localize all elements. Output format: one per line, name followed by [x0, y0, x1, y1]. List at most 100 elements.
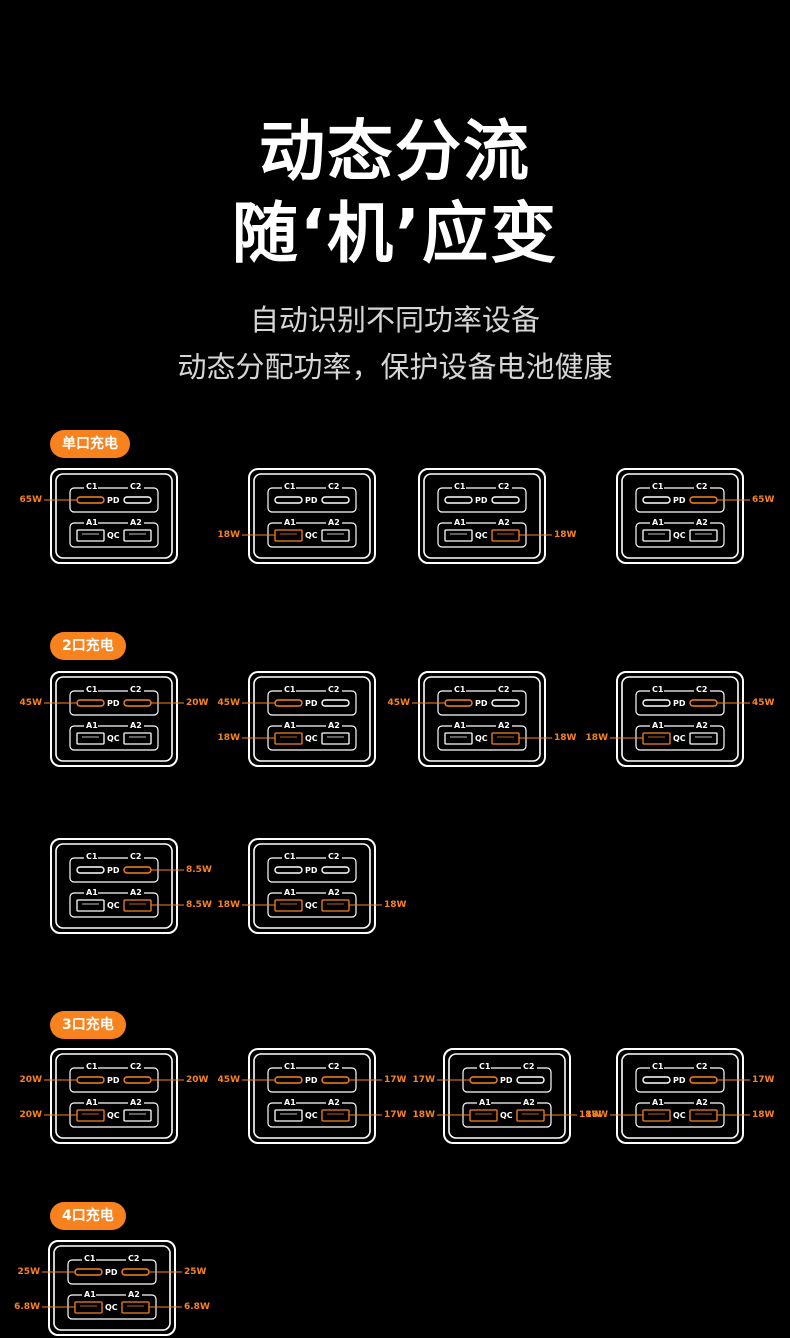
port-label-a1: A1 — [454, 518, 466, 527]
charger-outline — [418, 468, 552, 564]
port-a2-icon — [123, 732, 152, 745]
outer-frame — [248, 468, 376, 564]
port-label-a1: A1 — [86, 721, 98, 730]
port-label-c1: C1 — [284, 685, 296, 694]
port-label-c1: C1 — [284, 482, 296, 491]
port-label-qc: QC — [105, 1303, 118, 1312]
wattage-a1: 18W — [412, 1110, 435, 1120]
port-label-c2: C2 — [523, 1062, 535, 1071]
port-label-a2: A2 — [328, 721, 340, 730]
port-label-qc: QC — [107, 1111, 120, 1120]
port-label-pd: PD — [673, 496, 686, 505]
label-gap — [282, 889, 296, 897]
wattage-c1: 45W — [387, 698, 410, 708]
inner-frame — [53, 1245, 171, 1331]
wattage-a2: 18W — [579, 1110, 602, 1120]
port-label-a1: A1 — [652, 721, 664, 730]
port-a1-icon — [274, 899, 303, 912]
port-a1-icon — [642, 732, 671, 745]
outer-frame — [248, 1048, 376, 1144]
port-c2-icon — [689, 1076, 718, 1084]
port-a2-icon — [689, 1109, 718, 1122]
port-c1-icon — [444, 699, 473, 707]
port-c1-icon — [444, 496, 473, 504]
label-gap — [326, 889, 342, 897]
label-gap — [84, 889, 98, 897]
label-gap — [694, 519, 710, 527]
section-badge-three: 3口充电 — [50, 1011, 126, 1039]
wattage-a2: 6.8W — [184, 1302, 210, 1312]
label-gap — [82, 1291, 96, 1299]
port-label-c2: C2 — [328, 1062, 340, 1071]
port-label-a2: A2 — [130, 1098, 142, 1107]
port-label-c2: C2 — [328, 852, 340, 861]
port-c1-icon — [274, 1076, 303, 1084]
label-gap — [282, 854, 296, 862]
outer-frame — [418, 468, 546, 564]
port-a2-icon — [321, 529, 350, 542]
label-gap — [326, 854, 342, 862]
port-label-c1: C1 — [84, 1254, 96, 1263]
port-a2-icon — [123, 529, 152, 542]
label-gap — [650, 1064, 664, 1072]
port-label-a2: A2 — [696, 721, 708, 730]
label-gap — [452, 722, 466, 730]
label-gap — [694, 687, 710, 695]
wattage-a1: 18W — [585, 733, 608, 743]
wattage-a1: 6.8W — [14, 1302, 40, 1312]
outer-frame — [248, 838, 376, 934]
outer-frame — [48, 1240, 176, 1336]
port-label-c1: C1 — [652, 685, 664, 694]
port-label-c1: C1 — [652, 482, 664, 491]
port-c1-icon — [76, 496, 105, 504]
port-label-c2: C2 — [696, 1062, 708, 1071]
wattage-c2: 20W — [186, 698, 209, 708]
port-label-a2: A2 — [696, 1098, 708, 1107]
port-label-c2: C2 — [130, 482, 142, 491]
label-gap — [650, 1099, 664, 1107]
port-label-a1: A1 — [84, 1290, 96, 1299]
port-a1-icon — [76, 529, 105, 542]
port-label-a2: A2 — [328, 888, 340, 897]
wattage-c1: 20W — [19, 1075, 42, 1085]
port-label-pd: PD — [673, 1076, 686, 1085]
wattage-c2: 17W — [752, 1075, 775, 1085]
label-gap — [694, 1064, 710, 1072]
wattage-a1: 18W — [217, 530, 240, 540]
port-c2-icon — [123, 1076, 152, 1084]
charger-outline — [610, 671, 750, 767]
label-gap — [650, 687, 664, 695]
wattage-c1: 25W — [17, 1267, 40, 1277]
port-label-qc: QC — [107, 734, 120, 743]
port-label-pd: PD — [105, 1268, 118, 1277]
port-a2-icon — [121, 1301, 150, 1314]
label-gap — [84, 1064, 98, 1072]
port-a1-icon — [274, 732, 303, 745]
port-label-a2: A2 — [696, 518, 708, 527]
port-label-c2: C2 — [130, 685, 142, 694]
port-label-a1: A1 — [652, 1098, 664, 1107]
port-label-pd: PD — [107, 866, 120, 875]
port-label-c1: C1 — [86, 685, 98, 694]
outer-frame — [443, 1048, 571, 1144]
label-gap — [326, 722, 342, 730]
port-label-pd: PD — [107, 496, 120, 505]
port-c2-icon — [123, 866, 152, 874]
charger-outline — [610, 1048, 750, 1144]
label-gap — [477, 1099, 491, 1107]
charger-outline — [44, 468, 178, 564]
inner-frame — [253, 473, 371, 559]
inner-frame — [55, 843, 173, 929]
label-gap — [694, 484, 710, 492]
type-c-group — [437, 487, 527, 513]
outer-frame — [616, 468, 744, 564]
wattage-c1: 17W — [412, 1075, 435, 1085]
label-gap — [128, 1099, 144, 1107]
port-label-qc: QC — [305, 1111, 318, 1120]
port-a2-icon — [491, 529, 520, 542]
